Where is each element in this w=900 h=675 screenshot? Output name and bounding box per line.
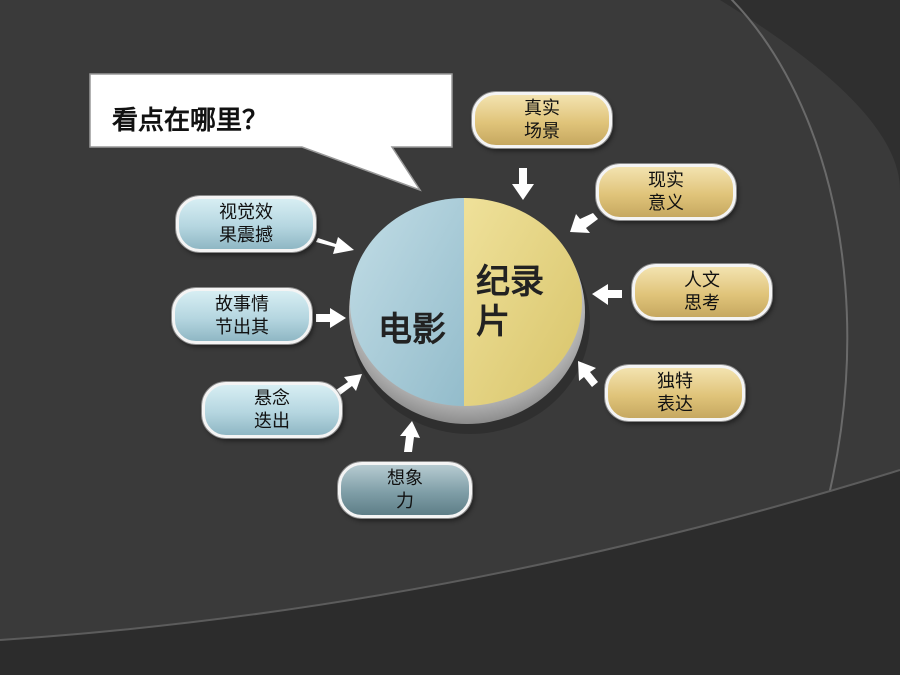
background-curve-top — [720, 0, 900, 190]
film-node-suspense: 悬念 迭出 — [202, 382, 342, 438]
arrow-icon — [570, 213, 598, 233]
doc-node-unique-expression: 独特 表达 — [605, 365, 745, 421]
callout-question: 看点在哪里？ — [112, 106, 269, 136]
arrow-icon — [578, 361, 598, 387]
node-line: 表达 — [657, 394, 693, 415]
film-node-story: 故事情 节出其 — [172, 288, 312, 344]
arrow-icon — [592, 284, 622, 305]
node-line: 意义 — [648, 193, 684, 214]
node-line: 果震撼 — [219, 225, 273, 246]
background-arc-bottom — [0, 469, 900, 641]
node-line: 现实 — [648, 170, 684, 191]
node-line: 想象 — [387, 468, 423, 489]
node-line: 真实 — [524, 98, 560, 119]
node-line: 悬念 — [254, 388, 290, 409]
node-line: 节出其 — [215, 317, 269, 338]
node-line: 视觉效 — [219, 202, 273, 223]
arrow-icon — [336, 374, 362, 395]
node-line: 独特 — [657, 371, 693, 392]
doc-node-reality-meaning: 现实 意义 — [596, 164, 736, 220]
arrow-icon — [316, 308, 346, 328]
node-line: 力 — [396, 491, 414, 512]
arrow-icon — [400, 421, 420, 452]
arrow-icon — [316, 237, 354, 254]
node-line: 迭出 — [254, 411, 290, 432]
film-node-imagination: 想象 力 — [338, 462, 472, 518]
disk-film-half — [350, 198, 464, 406]
film-node-visual-effect: 视觉效 果震撼 — [176, 196, 316, 252]
documentary-label-line2: 片 — [476, 302, 510, 342]
documentary-label-line1: 纪录 — [476, 262, 544, 302]
arrow-icon — [512, 168, 534, 200]
doc-node-humanistic-thinking: 人文 思考 — [632, 264, 772, 320]
node-line: 故事情 — [215, 294, 269, 315]
node-line: 思考 — [684, 293, 720, 314]
node-line: 人文 — [684, 270, 720, 291]
arrow-group — [316, 168, 622, 452]
callout-bubble — [89, 73, 453, 192]
doc-node-real-scene: 真实 场景 — [472, 92, 612, 148]
disk-documentary-half — [464, 198, 582, 406]
film-label: 电影 — [378, 310, 446, 350]
node-line: 场景 — [524, 121, 560, 142]
background-band-bottom — [0, 470, 900, 675]
